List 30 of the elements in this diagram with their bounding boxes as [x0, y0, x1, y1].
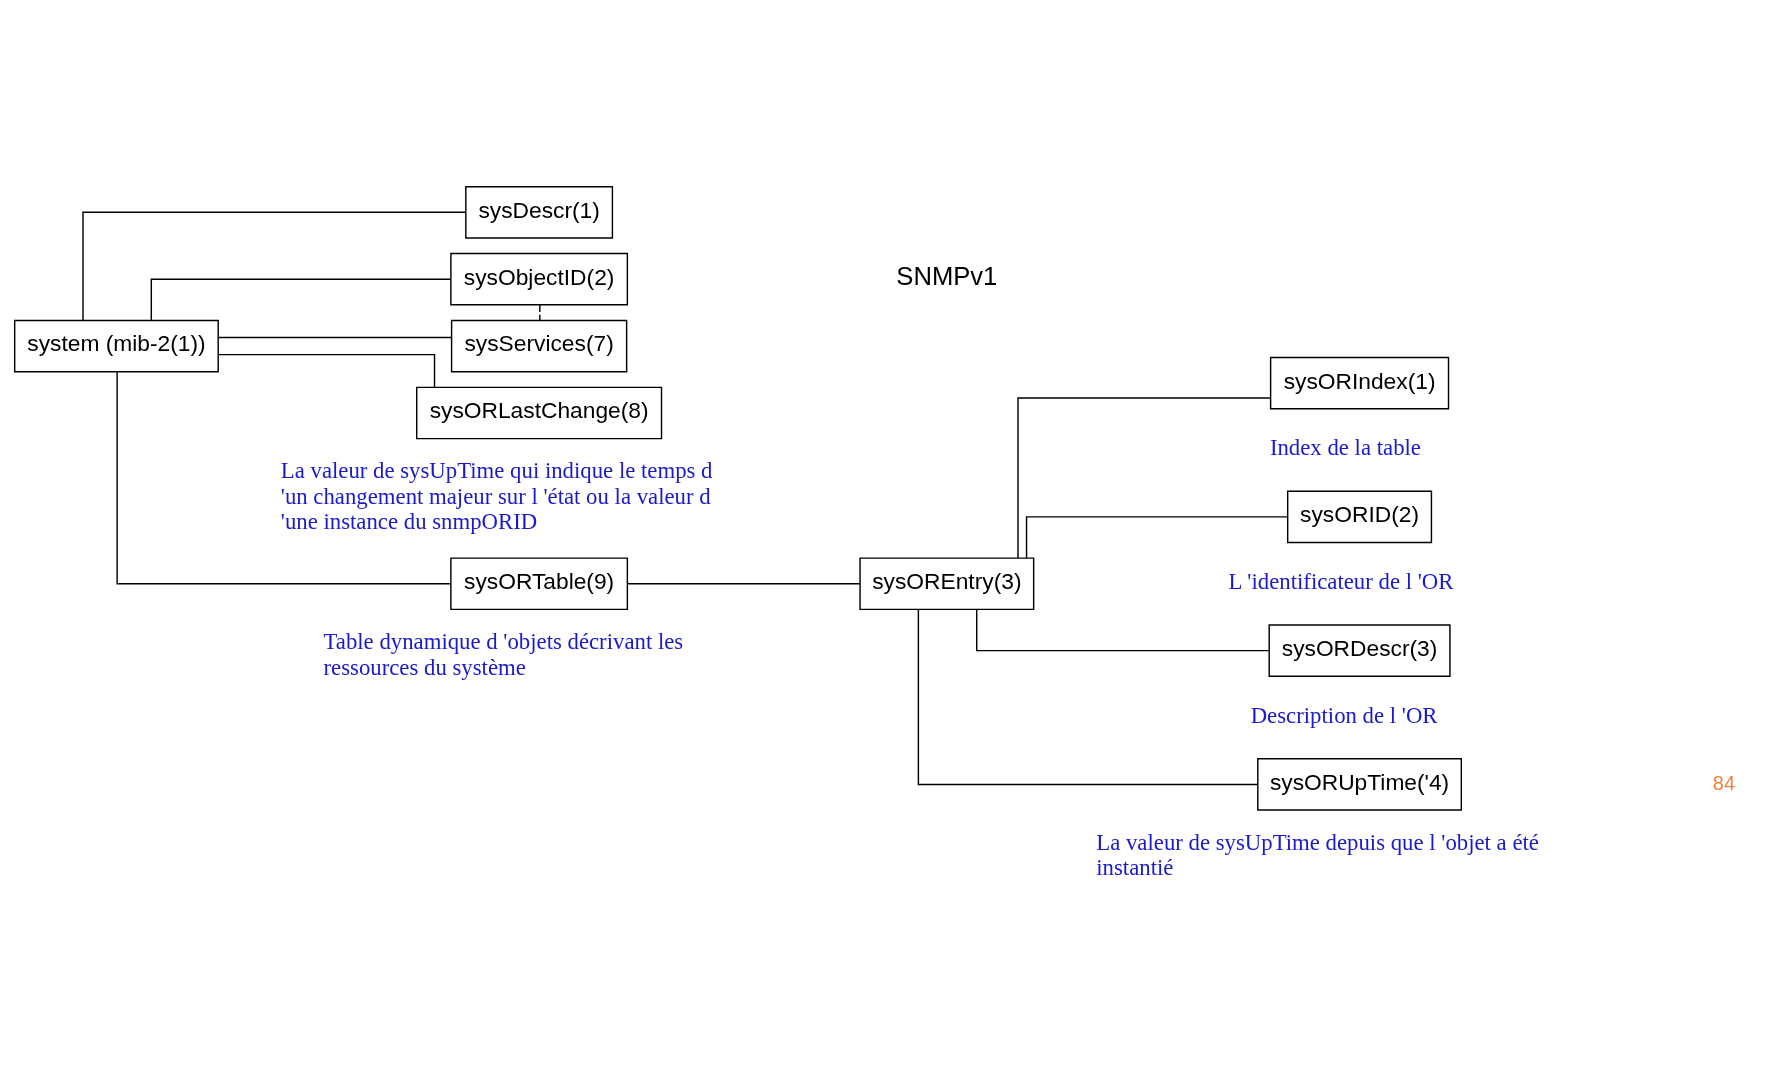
node-box: sysORUpTime('4) — [1257, 758, 1463, 811]
connector — [626, 583, 861, 585]
connector — [217, 336, 452, 339]
node-label: Description de l 'OR — [1250, 702, 1438, 728]
node-box: sysORDescr(3) — [1268, 624, 1451, 677]
node-label: La valeur de sysUpTime qui indique le temps d 'un changement majeur sur l 'état ou la valeur d 'une instance du snmpORID — [280, 458, 713, 535]
node-label: L 'identificateur de l 'OR — [1228, 569, 1454, 595]
label: 84 — [1712, 771, 1735, 794]
node-label: Table dynamique d 'objets décrivant les ressources du système — [323, 628, 684, 680]
connector — [150, 278, 452, 322]
connector — [1025, 516, 1288, 559]
connector — [217, 353, 436, 388]
node-box: sysORLastChange(8) — [416, 386, 663, 440]
connector — [116, 371, 452, 585]
connector — [539, 304, 541, 321]
node-label: Index de la table — [1269, 435, 1421, 461]
node-box: sysObjectID(2) — [450, 252, 629, 306]
node-label: La valeur de sysUpTime depuis que l 'objet a été instantié — [1096, 829, 1539, 881]
node-box: sysOREntry(3) — [859, 557, 1035, 611]
node-box: system (mib-2(1)) — [13, 319, 219, 373]
connector — [1017, 397, 1271, 559]
node-box: sysServices(7) — [450, 319, 628, 373]
connector — [976, 608, 1270, 652]
node-box: sysORIndex(1) — [1269, 356, 1450, 410]
label: SNMPv1 — [896, 262, 998, 291]
connector — [82, 211, 467, 321]
node-box: sysORID(2) — [1287, 490, 1433, 544]
node-box: sysDescr(1) — [465, 186, 614, 239]
connector — [917, 608, 1259, 786]
node-box: sysORTable(9) — [450, 557, 629, 611]
